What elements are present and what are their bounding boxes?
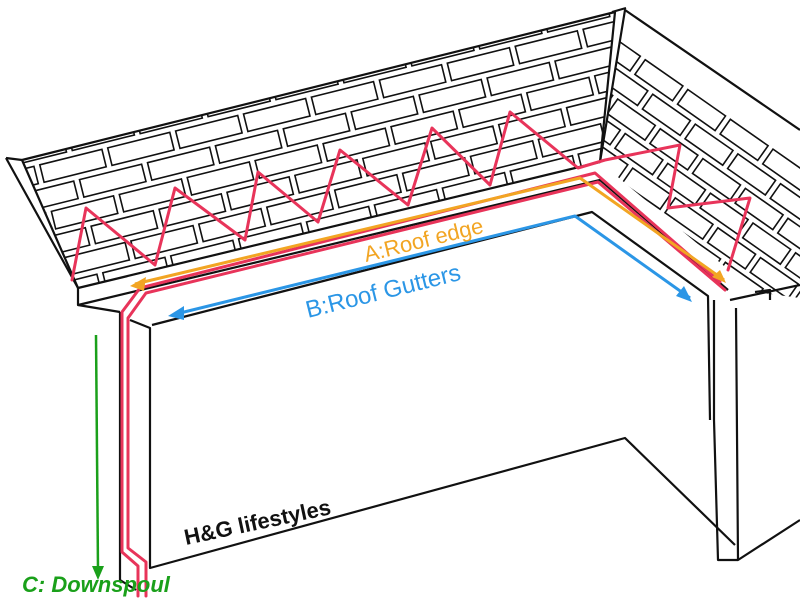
roof-shingle <box>582 316 630 357</box>
roof-shingle <box>222 302 288 335</box>
roof-shingle <box>638 237 686 278</box>
downspout-label: C: Downspoul <box>22 572 171 597</box>
roof-shingle <box>611 0 677 15</box>
roof-shingle <box>759 0 800 28</box>
roof-shingle <box>723 297 771 338</box>
roof-shingle <box>0 245 22 278</box>
roof-shingle <box>675 410 723 451</box>
roof-shingle <box>610 277 658 318</box>
roof-shingle <box>0 213 50 246</box>
roof-shingle <box>7 306 73 339</box>
roof-shingle <box>765 327 800 368</box>
fascia-corner <box>78 305 120 312</box>
roof-shingle <box>567 247 615 288</box>
roof-shingle <box>719 0 785 13</box>
roof-shingle <box>691 12 758 45</box>
roof-gutters-label: B:Roof Gutters <box>303 259 464 324</box>
roof-shingle <box>653 306 701 347</box>
roof-shingle <box>738 366 786 407</box>
roof-shingle <box>773 361 800 402</box>
roof-edge-label: A:Roof edge <box>361 213 486 267</box>
roof-shingle <box>618 311 666 352</box>
roof-shingle <box>731 27 797 60</box>
roof-shingle <box>718 440 766 481</box>
roof-shingle <box>0 259 62 292</box>
roof-shingle <box>688 302 736 343</box>
roof-shingle <box>760 470 800 511</box>
roof-shingle <box>505 291 553 332</box>
roof-shingle <box>540 286 588 327</box>
roof-shingle <box>780 396 800 437</box>
roof-shingle <box>770 41 800 74</box>
roof-shingle <box>651 0 717 30</box>
roof-shingle <box>46 321 113 354</box>
roof-shingle <box>0 198 10 231</box>
roof-shingle <box>633 380 681 421</box>
roof-shingle <box>625 346 673 387</box>
roof-shingle <box>507 0 555 11</box>
roof-shingle <box>745 401 793 442</box>
roof-shingle <box>575 281 623 322</box>
roof-shingle <box>547 321 595 362</box>
roof-gutters-arrowhead-left <box>168 306 184 320</box>
roof-shingle <box>497 256 545 297</box>
watermark-label: H&G lifestyles <box>182 494 333 549</box>
roof-shingle <box>0 291 33 324</box>
roof-shingle <box>18 353 84 386</box>
downspout-arrow <box>92 335 104 580</box>
roof-shingle <box>0 338 45 371</box>
left-eave-stub <box>6 158 22 160</box>
roof-shingle <box>710 405 758 446</box>
roof-shingle <box>660 341 708 382</box>
inner-wall-corner <box>714 300 738 560</box>
roof-shingle <box>782 88 800 121</box>
roof-shingle <box>154 319 221 352</box>
roof-shingle <box>753 435 800 476</box>
roof-shingle <box>532 252 580 293</box>
roof-shingle <box>590 351 638 392</box>
roof-shingle <box>788 431 800 472</box>
roof-shingle <box>462 261 510 302</box>
roof-shingle <box>758 292 800 333</box>
right-wall <box>736 308 800 560</box>
roof-shingle <box>494 234 561 267</box>
